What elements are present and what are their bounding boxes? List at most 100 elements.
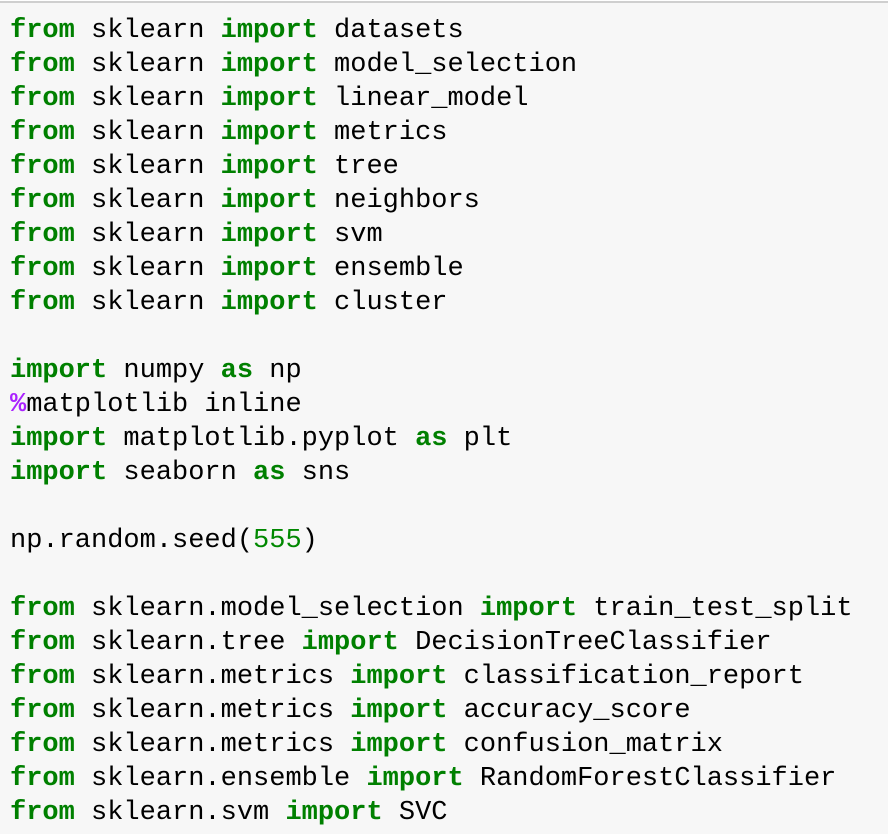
code-token: model_selection: [317, 50, 578, 80]
code-line: from sklearn.tree import DecisionTreeCla…: [10, 626, 888, 660]
code-line: [10, 558, 888, 592]
code-line: from sklearn.ensemble import RandomFores…: [10, 762, 888, 796]
code-token: from: [10, 288, 75, 318]
code-token: tree: [317, 152, 399, 182]
code-token: seaborn: [107, 458, 254, 488]
code-line: from sklearn import svm: [10, 218, 888, 252]
code-line: from sklearn.model_selection import trai…: [10, 592, 888, 626]
code-line: from sklearn.metrics import accuracy_sco…: [10, 694, 888, 728]
code-token: sklearn: [74, 288, 221, 318]
code-token: import: [350, 662, 448, 692]
code-token: accuracy_score: [447, 696, 691, 726]
code-token: from: [10, 254, 75, 284]
code-line: from sklearn import cluster: [10, 286, 888, 320]
code-token: from: [10, 696, 75, 726]
code-token: sklearn.ensemble: [74, 764, 367, 794]
code-line: from sklearn.metrics import confusion_ma…: [10, 728, 888, 762]
code-token: import: [220, 186, 318, 216]
code-token: matplotlib inline: [26, 390, 302, 420]
code-token: from: [10, 662, 75, 692]
code-token: import: [350, 696, 448, 726]
code-line: import numpy as np: [10, 354, 888, 388]
code-token: cluster: [317, 288, 448, 318]
code-line: import matplotlib.pyplot as plt: [10, 422, 888, 456]
code-line: from sklearn.svm import SVC: [10, 796, 888, 830]
code-token: np: [253, 356, 302, 386]
code-token: import: [220, 220, 318, 250]
code-token: ensemble: [317, 254, 464, 284]
code-token: sns: [285, 458, 351, 488]
code-token: DecisionTreeClassifier: [398, 628, 772, 658]
code-line: from sklearn import model_selection: [10, 48, 888, 82]
code-token: from: [10, 220, 75, 250]
code-token: sklearn.metrics: [74, 730, 351, 760]
code-token: from: [10, 16, 75, 46]
code-line: from sklearn import neighbors: [10, 184, 888, 218]
code-token: import: [220, 254, 318, 284]
code-token: from: [10, 118, 75, 148]
code-token: from: [10, 50, 75, 80]
code-token: import: [220, 152, 318, 182]
code-token: import: [479, 594, 578, 624]
code-line: [10, 320, 888, 354]
code-token: sklearn: [74, 50, 221, 80]
code-token: sklearn: [74, 186, 221, 216]
code-line: %matplotlib inline: [10, 388, 888, 422]
code-token: sklearn.metrics: [74, 662, 351, 692]
code-token: from: [10, 594, 75, 624]
code-line: from sklearn import metrics: [10, 116, 888, 150]
code-token: from: [10, 764, 75, 794]
code-line: import seaborn as sns: [10, 456, 888, 490]
code-token: neighbors: [317, 186, 480, 216]
code-token: from: [10, 84, 75, 114]
code-token: plt: [447, 424, 513, 454]
code-token: sklearn: [74, 16, 221, 46]
code-token: as: [220, 356, 254, 386]
code-token: linear_model: [317, 84, 529, 114]
code-line: from sklearn.metrics import classificati…: [10, 660, 888, 694]
code-token: import: [350, 730, 448, 760]
code-line: [10, 490, 888, 524]
code-token: import: [285, 798, 383, 828]
code-token: import: [10, 424, 108, 454]
code-token: svm: [317, 220, 383, 250]
code-token: import: [220, 84, 318, 114]
code-token: import: [220, 16, 318, 46]
code-token: sklearn: [74, 84, 221, 114]
code-token: RandomForestClassifier: [463, 764, 837, 794]
code-token: sklearn.svm: [74, 798, 286, 828]
code-token: import: [10, 356, 108, 386]
code-token: np.random.seed(: [10, 526, 254, 556]
code-token: sklearn: [74, 118, 221, 148]
code-line: np.random.seed(555): [10, 524, 888, 558]
code-line: from sklearn import tree: [10, 150, 888, 184]
code-token: import: [10, 458, 108, 488]
code-token: import: [220, 50, 318, 80]
code-token: SVC: [382, 798, 448, 828]
code-token: matplotlib.pyplot: [107, 424, 416, 454]
code-token: import: [301, 628, 399, 658]
code-token: as: [415, 424, 448, 454]
code-token: sklearn: [74, 152, 221, 182]
code-token: sklearn.metrics: [74, 696, 351, 726]
code-token: sklearn.model_selection: [74, 594, 480, 624]
code-token: from: [10, 798, 75, 828]
code-token: import: [220, 118, 318, 148]
code-token: ): [301, 526, 318, 556]
code-token: from: [10, 186, 75, 216]
code-token: as: [253, 458, 286, 488]
code-token: classification_report: [447, 662, 804, 692]
code-token: from: [10, 628, 75, 658]
code-token: from: [10, 152, 75, 182]
code-token: sklearn: [74, 220, 221, 250]
code-token: sklearn: [74, 254, 221, 284]
code-token: import: [366, 764, 464, 794]
code-token: numpy: [107, 356, 221, 386]
code-token: datasets: [317, 16, 464, 46]
code-token: train_test_split: [577, 594, 853, 624]
code-token: metrics: [317, 118, 448, 148]
code-token: %: [10, 390, 27, 420]
code-line: from sklearn import linear_model: [10, 82, 888, 116]
